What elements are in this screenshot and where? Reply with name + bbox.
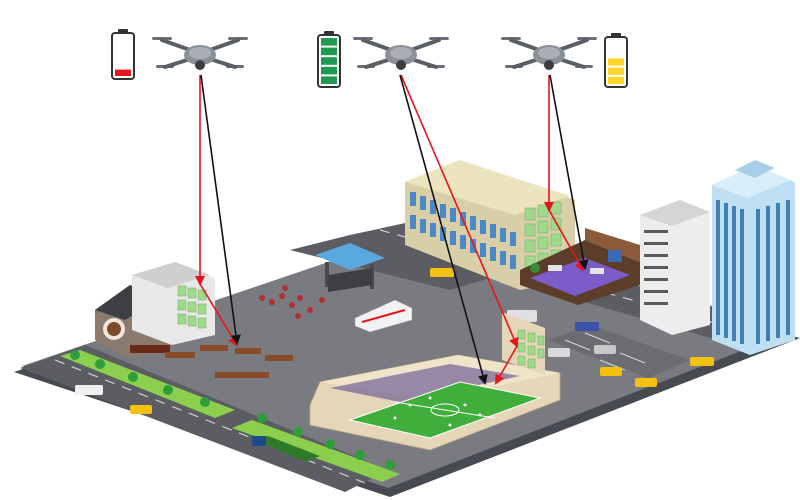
drone-icon (152, 37, 248, 70)
battery-icon (317, 31, 341, 88)
skyscraper-icon (712, 160, 795, 355)
battery-cell (115, 69, 131, 76)
trees (70, 350, 395, 470)
office-building-icon (132, 262, 215, 345)
office-interior (520, 228, 640, 305)
battery-cell (608, 67, 624, 75)
battery-icon (604, 33, 628, 88)
glass-tower (502, 312, 545, 375)
cars (75, 310, 616, 395)
battery-cell (321, 76, 337, 84)
van (354, 299, 413, 333)
battery-cell (321, 38, 337, 46)
battery-cell (608, 58, 624, 66)
taxi-icon (130, 268, 714, 414)
parking-lot (548, 325, 690, 378)
battery-cell (321, 66, 337, 75)
battery-cell (608, 76, 624, 84)
outdoor-tables (165, 345, 293, 378)
battery-cell (321, 57, 337, 65)
drone-icon (501, 37, 597, 70)
crowd (259, 285, 325, 319)
battery-icon (111, 29, 135, 80)
drone-icon (353, 37, 449, 70)
office-building-icon (405, 160, 575, 290)
office-building-icon (640, 200, 710, 335)
truck (252, 436, 320, 462)
bus-stop-icon (315, 243, 385, 292)
battery-cell (321, 47, 337, 56)
communication-arrows (195, 74, 589, 385)
